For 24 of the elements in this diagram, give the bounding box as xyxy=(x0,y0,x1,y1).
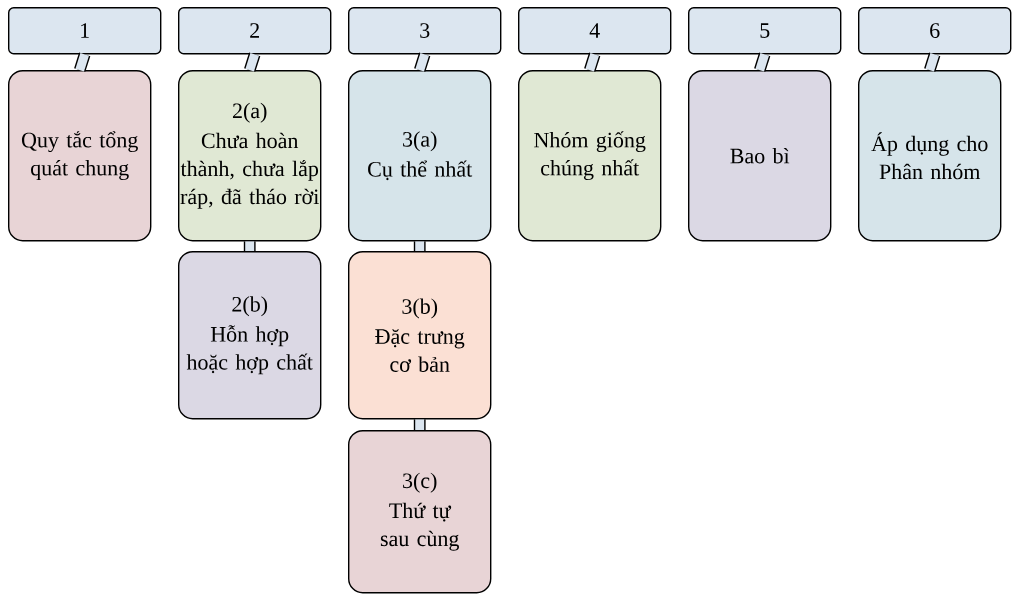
connector xyxy=(754,52,771,72)
header-box: 5 xyxy=(688,7,842,55)
header-box: 2 xyxy=(178,7,332,55)
connector xyxy=(414,52,431,72)
connector xyxy=(74,52,91,72)
header-box: 1 xyxy=(8,7,162,55)
step-box: 2(a) Chưa hoàn thành, chưa lắp ráp, đã tháo rời xyxy=(178,70,322,242)
header-box: 4 xyxy=(518,7,672,55)
step-box: Áp dụng cho Phân nhóm xyxy=(858,70,1002,242)
step-box: Quy tắc tổng quát chung xyxy=(8,70,152,242)
connector xyxy=(413,419,426,430)
step-box: 3(a) Cụ thể nhất xyxy=(348,70,492,242)
connector xyxy=(584,52,601,72)
step-box: Bao bì xyxy=(688,70,832,242)
step-box: 3(b) Đặc trưng cơ bản xyxy=(348,251,492,420)
connector xyxy=(244,52,261,72)
header-box: 3 xyxy=(348,7,502,55)
step-box: 3(c) Thứ tự sau cùng xyxy=(348,430,492,594)
step-box: Nhóm giống chúng nhất xyxy=(518,70,662,242)
connector xyxy=(413,241,426,251)
step-box: 2(b) Hỗn hợp hoặc hợp chất xyxy=(178,251,322,420)
connector xyxy=(924,52,941,72)
header-box: 6 xyxy=(858,7,1012,55)
connector xyxy=(243,241,256,251)
